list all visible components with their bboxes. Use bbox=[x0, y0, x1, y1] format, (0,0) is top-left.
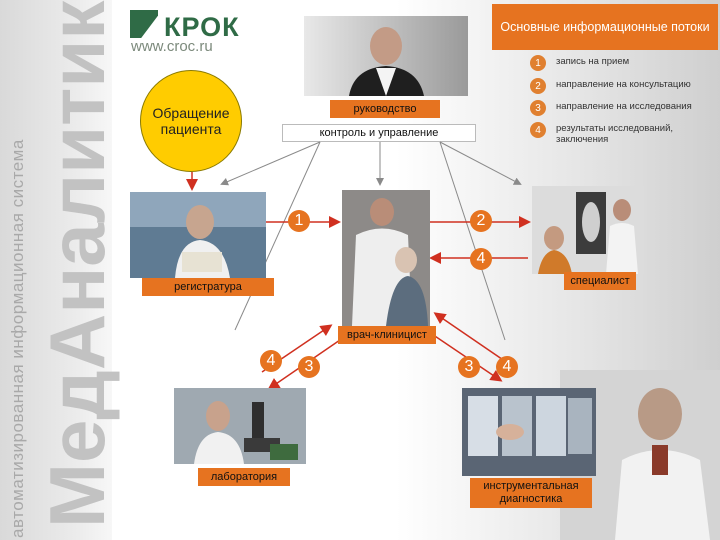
flow-badge: 2 bbox=[470, 210, 492, 232]
lab-photo bbox=[174, 388, 306, 464]
laboratory-label: лаборатория bbox=[198, 468, 290, 486]
flow-badge: 3 bbox=[458, 356, 480, 378]
control-label: контроль и управление bbox=[282, 124, 476, 142]
flow-number: 3 bbox=[530, 100, 546, 116]
clinician-photo bbox=[342, 190, 430, 326]
side-band bbox=[0, 0, 112, 540]
registry-label: регистратура bbox=[142, 278, 274, 296]
clinician-label: врач-клиницист bbox=[338, 326, 436, 344]
specialist-label: специалист bbox=[564, 272, 636, 290]
flow-label: результаты исследований, заключения bbox=[556, 123, 674, 145]
logo-url: www.croc.ru bbox=[131, 38, 213, 55]
line-to-diagnostics bbox=[439, 141, 506, 341]
arrow-to-specialist bbox=[439, 141, 522, 185]
flow-badge: 4 bbox=[496, 356, 518, 378]
specialist-photo bbox=[532, 186, 644, 274]
arrow-to-registry bbox=[220, 141, 321, 186]
registry-photo bbox=[130, 192, 266, 278]
flows-title: Основные информационные потоки bbox=[492, 4, 718, 50]
management-label: руководство bbox=[330, 100, 440, 118]
logo-name: КРОК bbox=[164, 12, 240, 42]
flow-number: 4 bbox=[530, 122, 546, 138]
flow-number: 2 bbox=[530, 78, 546, 94]
flow-label: запись на прием bbox=[556, 56, 630, 67]
management-photo bbox=[304, 16, 468, 96]
diagnostics-label: инструментальная диагностика bbox=[470, 478, 592, 508]
line-to-lab bbox=[234, 141, 321, 331]
flow-badge: 3 bbox=[298, 356, 320, 378]
flow-badge: 4 bbox=[470, 248, 492, 270]
flow-label: направление на исследования bbox=[556, 101, 692, 112]
flow-number: 1 bbox=[530, 55, 546, 71]
diagnostics-photo bbox=[462, 388, 596, 476]
flow-label: направление на консультацию bbox=[556, 79, 691, 90]
patient-circle: Обращение пациента bbox=[140, 70, 242, 172]
flow-badge: 1 bbox=[288, 210, 310, 232]
flow-badge: 4 bbox=[260, 350, 282, 372]
